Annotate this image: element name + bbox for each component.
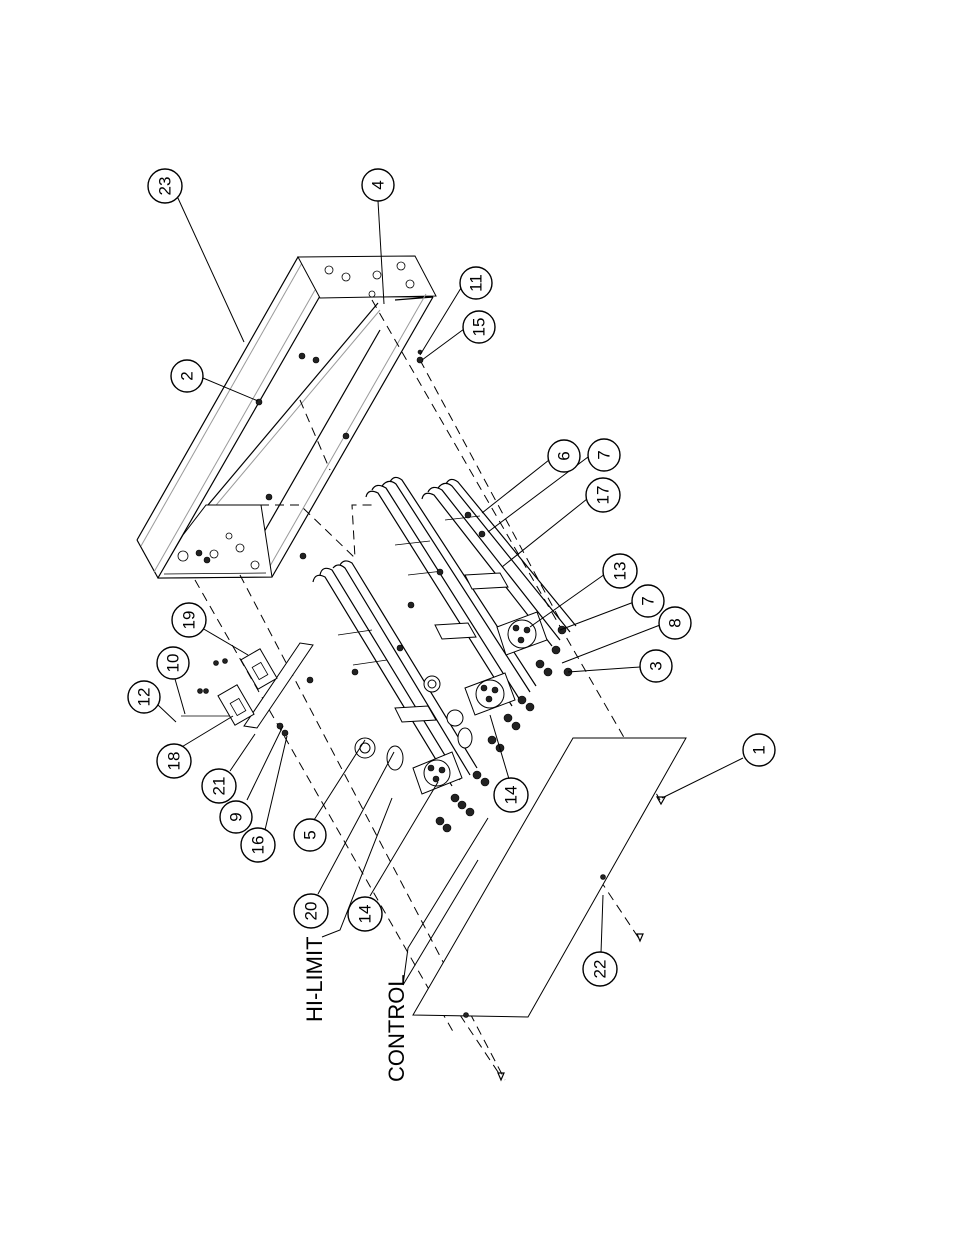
- balloon-18-label: 18: [165, 752, 184, 771]
- balloon-21: 21: [202, 769, 236, 803]
- balloon-9-label: 9: [227, 812, 246, 821]
- hardware-nuts: [352, 350, 572, 832]
- balloon-10: 10: [157, 647, 189, 679]
- balloon-5: 5: [294, 819, 326, 851]
- balloon-22-label: 22: [591, 960, 610, 979]
- balloon-23: 23: [148, 169, 182, 203]
- balloon-22: 22: [583, 952, 617, 986]
- balloon-20-label: 20: [302, 902, 321, 921]
- balloon-2-label: 2: [178, 371, 197, 380]
- balloon-3-label: 3: [647, 661, 666, 670]
- housing-box: [137, 256, 436, 578]
- balloon-23-label: 23: [156, 177, 175, 196]
- balloon-17: 17: [586, 478, 620, 512]
- balloon-19: 19: [172, 603, 206, 637]
- balloon-8-label: 8: [666, 618, 685, 627]
- balloon-15-label: 15: [470, 318, 489, 337]
- balloon-12: 12: [128, 681, 160, 713]
- balloon-2: 2: [171, 360, 203, 392]
- balloon-5-label: 5: [301, 830, 320, 839]
- balloon-7-lower-label: 7: [639, 596, 658, 605]
- balloon-4-label: 4: [369, 180, 388, 189]
- balloon-7-lower: 7: [632, 585, 664, 617]
- balloon-21-label: 21: [210, 777, 229, 796]
- balloon-15: 15: [463, 311, 495, 343]
- balloon-7: 7: [588, 439, 620, 471]
- balloon-14-right: 14: [494, 778, 528, 812]
- balloon-19-label: 19: [180, 611, 199, 630]
- balloon-3: 3: [640, 650, 672, 682]
- balloon-7-label: 7: [595, 450, 614, 459]
- balloon-6: 6: [548, 440, 580, 472]
- balloon-1-label: 1: [750, 745, 769, 754]
- balloon-11-label: 11: [467, 274, 486, 292]
- balloon-11: 11: [460, 267, 492, 299]
- balloon-9: 9: [220, 801, 252, 833]
- balloon-8: 8: [659, 607, 691, 639]
- balloon-17-label: 17: [594, 486, 613, 505]
- balloon-13-label: 13: [611, 562, 630, 581]
- thermostat-bracket: [181, 643, 313, 736]
- hi-limit-label: HI-LIMIT: [302, 936, 327, 1022]
- balloon-13: 13: [603, 554, 637, 588]
- balloon-10-label: 10: [164, 654, 183, 673]
- flanges: [413, 612, 547, 794]
- front-cover-panel: [413, 738, 686, 1080]
- balloon-1: 1: [743, 734, 775, 766]
- balloon-16: 16: [241, 828, 275, 862]
- balloon-14-left: 14: [348, 897, 382, 931]
- balloon-14-left-label: 14: [356, 905, 375, 924]
- balloon-6-label: 6: [555, 451, 574, 460]
- balloon-16-label: 16: [249, 836, 268, 855]
- balloon-20: 20: [294, 894, 328, 928]
- balloon-12-label: 12: [135, 688, 154, 707]
- control-label: CONTROL: [384, 974, 409, 1082]
- balloon-14-right-label: 14: [502, 786, 521, 805]
- balloon-18: 18: [157, 744, 191, 778]
- balloon-4: 4: [362, 169, 394, 201]
